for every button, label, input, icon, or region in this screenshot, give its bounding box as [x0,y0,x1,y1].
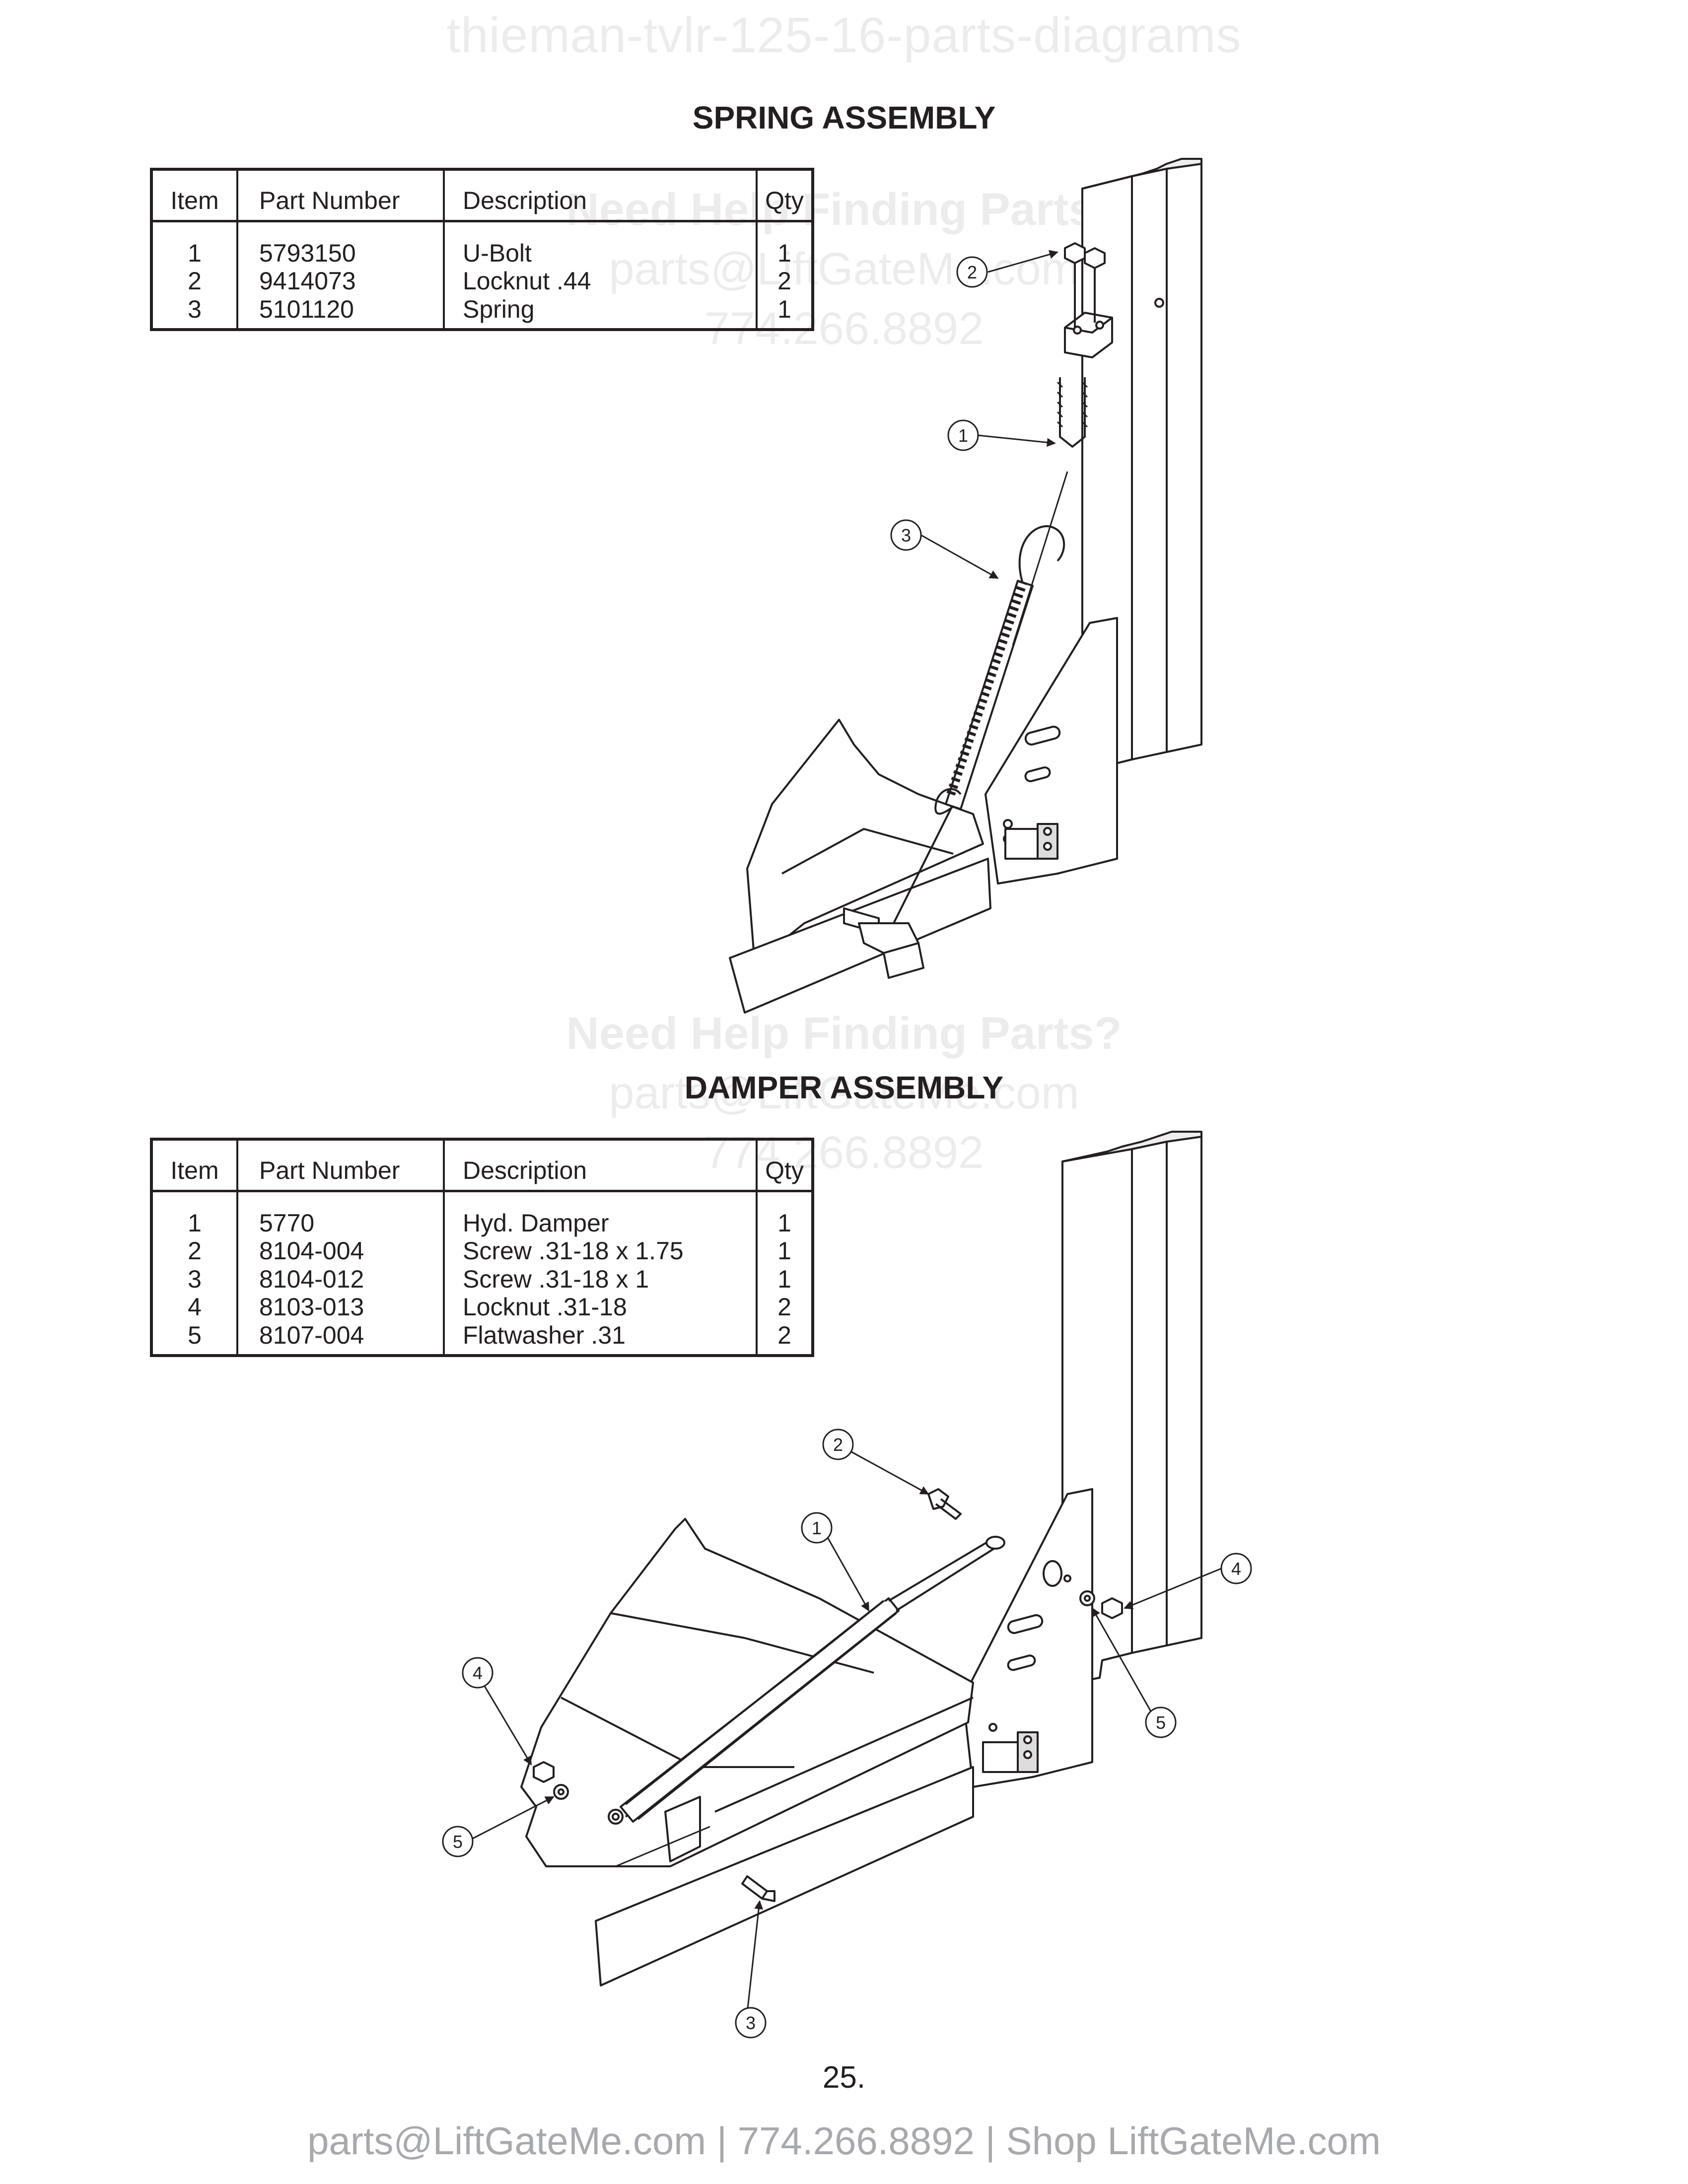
table-row: 5 8107-004 Flatwasher .31 2 [151,1321,813,1356]
u-bolt [1056,312,1113,448]
col-qty: Qty [756,169,813,222]
description-cell: Locknut .31-18 [443,1293,757,1321]
callout-label: 3 [901,525,911,546]
callout-label: 3 [746,2013,756,2033]
damper-table-header-row: Item Part Number Description Qty [151,1139,813,1192]
spring-assembly-title: SPRING ASSEMBLY [692,100,996,136]
gusset-plate [962,1488,1093,1788]
callout-label: 2 [833,1434,843,1455]
callout-3-damper: 3 [735,2007,767,2039]
spring-callouts [920,250,1058,579]
item-cell: 3 [188,1265,202,1293]
part-number-cell: 8103-013 [236,1293,444,1321]
description-cell: Spring [443,295,757,330]
callout-2-spring: 2 [956,256,988,288]
callout-1-damper: 1 [801,1512,833,1544]
part-number-cell: 8104-012 [236,1265,444,1293]
callout-label: 4 [1231,1559,1241,1579]
qty-cell: 2 [756,267,813,295]
pivot-pin [1043,1560,1062,1587]
screw-3 [741,1875,775,1902]
table-row: 2 9414073 Locknut .44 2 [151,267,813,295]
callout-5-damper-left: 5 [442,1826,474,1857]
item-cell: 2 [188,267,202,295]
part-number-cell: 8104-004 [236,1237,444,1265]
qty-cell: 2 [756,1321,813,1356]
page-number: 25. [822,2060,866,2095]
part-number-cell: 5793150 [236,221,444,267]
damper-callouts [471,1451,1222,2013]
spring-assembly-drawing [729,158,1202,1014]
locknut [533,1597,1123,1783]
description-cell: Flatwasher .31 [443,1321,757,1356]
platform [729,719,991,1014]
col-item: Item [151,1139,237,1192]
callout-label: 4 [473,1663,483,1683]
qty-cell: 1 [756,295,813,330]
item-cell: 1 [188,1209,202,1237]
watermark-email-2: parts@LiftGateMe.com [609,1068,1079,1118]
part-number-cell: 5770 [236,1191,444,1237]
description-cell: Hyd. Damper [443,1191,757,1237]
col-item: Item [151,169,237,222]
callout-1-spring: 1 [947,419,979,451]
table-row: 3 8104-012 Screw .31-18 x 1 1 [151,1265,813,1293]
part-number-cell: 9414073 [236,267,444,295]
item-cell: 1 [188,239,202,267]
callout-label: 5 [1156,1712,1166,1733]
callout-3-spring: 3 [890,519,922,551]
item-cell: 5 [188,1321,202,1349]
callout-label: 1 [812,1518,822,1538]
damper-assembly-title: DAMPER ASSEMBLY [684,1070,1004,1105]
footer-contact: parts@LiftGateMe.com | 774.266.8892 | Sh… [307,2119,1381,2163]
col-description: Description [443,169,757,222]
hydraulic-damper [608,1536,1005,1825]
qty-cell: 1 [756,1265,813,1293]
part-number-cell: 5101120 [236,295,444,330]
callout-label: 5 [453,1832,463,1852]
qty-cell: 1 [756,221,813,267]
item-cell: 2 [188,1237,202,1265]
flatwasher [553,1590,1095,1800]
gusset-plate [985,617,1118,885]
callout-4-damper-right: 4 [1220,1553,1252,1584]
damper-parts-table: Item Part Number Description Qty 1 5770 … [150,1138,814,1357]
description-cell: Screw .31-18 x 1 [443,1265,757,1293]
locknut [1064,242,1106,328]
callout-4-damper-left: 4 [462,1657,493,1689]
table-row: 1 5793150 U-Bolt 1 [151,221,813,267]
description-cell: U-Bolt [443,221,757,267]
table-row: 1 5770 Hyd. Damper 1 [151,1191,813,1237]
description-cell: Screw .31-18 x 1.75 [443,1237,757,1265]
description-cell: Locknut .44 [443,267,757,295]
callout-label: 1 [958,425,968,446]
watermark-help-line-2: Need Help Finding Parts? [566,1008,1122,1059]
col-description: Description [443,1139,757,1192]
col-qty: Qty [756,1139,813,1192]
qty-cell: 2 [756,1293,813,1321]
mount-hole [1063,1574,1071,1582]
item-cell: 4 [188,1293,202,1321]
spring-parts-table: Item Part Number Description Qty 1 57931… [150,168,814,331]
screw-2 [927,1488,962,1520]
callout-5-damper-right: 5 [1145,1706,1177,1738]
callout-label: 2 [967,262,977,282]
table-row: 3 5101120 Spring 1 [151,295,813,330]
table-row: 4 8103-013 Locknut .31-18 2 [151,1293,813,1321]
qty-cell: 1 [756,1191,813,1237]
item-cell: 3 [188,295,202,323]
spring-table-header-row: Item Part Number Description Qty [151,169,813,222]
callout-2-damper: 2 [822,1429,854,1460]
part-number-cell: 8107-004 [236,1321,444,1356]
header-watermark: thieman-tvlr-125-16-parts-diagrams [446,7,1242,63]
qty-cell: 1 [756,1237,813,1265]
platform [520,1518,974,1986]
damper-assembly-drawing [520,1131,1202,1986]
col-part-number: Part Number [236,1139,444,1192]
col-part-number: Part Number [236,169,444,222]
spring [934,471,1068,815]
table-row: 2 8104-004 Screw .31-18 x 1.75 1 [151,1237,813,1265]
